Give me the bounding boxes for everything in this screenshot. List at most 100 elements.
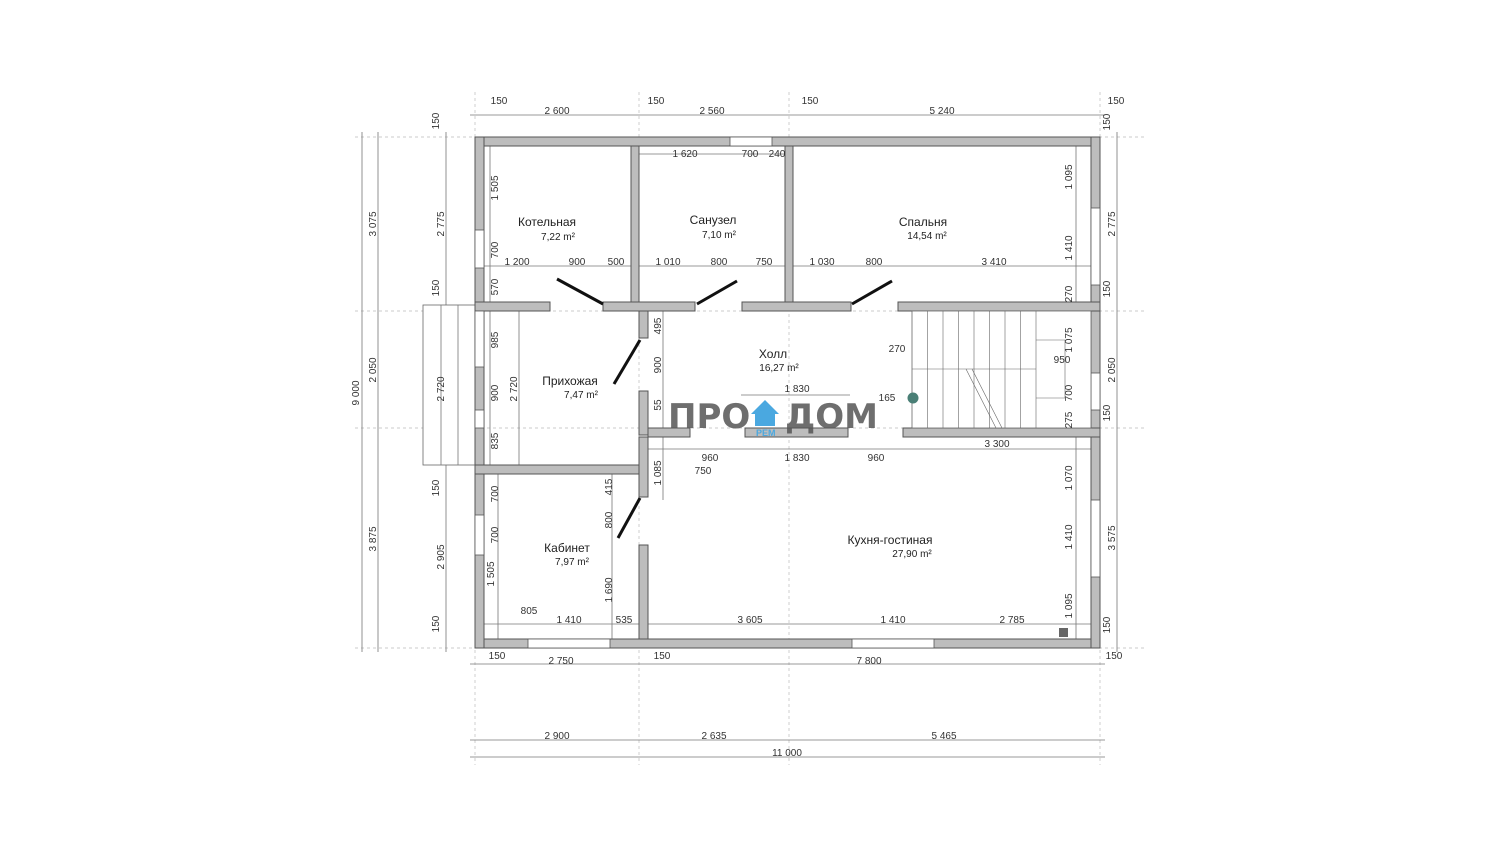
dimension-label: 495 <box>653 317 664 334</box>
dimension-label: 150 <box>431 615 442 632</box>
entrance-door <box>474 310 485 368</box>
dimension-label: 2 635 <box>701 731 726 742</box>
dimension-label: 2 900 <box>544 731 569 742</box>
dimension-label: 3 300 <box>984 439 1009 450</box>
dimension-label: 150 <box>1102 113 1113 130</box>
dimension-label: 960 <box>702 453 719 464</box>
room-area: 7,22 m² <box>541 232 576 243</box>
dimension-label: 3 075 <box>368 211 379 236</box>
dimension-label: 270 <box>889 344 906 355</box>
window <box>1090 499 1101 578</box>
dimension-label: 985 <box>490 331 501 348</box>
dimension-label: 1 830 <box>784 384 809 395</box>
room-name: Холл <box>759 347 787 361</box>
dimension-label: 1 505 <box>486 561 497 586</box>
dimension-label: 1 070 <box>1064 465 1075 490</box>
dimension-label: 3 575 <box>1107 525 1118 550</box>
dimension-label: 11 000 <box>772 748 802 759</box>
dimension-label: 1 410 <box>1064 524 1075 549</box>
dimension-label: 150 <box>1108 96 1125 107</box>
dimension-label: 1 095 <box>1064 164 1075 189</box>
porch <box>422 304 476 466</box>
dimension-label: 415 <box>604 478 615 495</box>
dimension-label: 805 <box>521 606 538 617</box>
logo-watermark: ПРО РЕМ ДОМ <box>668 397 878 438</box>
dimension-label: 835 <box>490 432 501 449</box>
dimension-label: 960 <box>868 453 885 464</box>
dimension-label: 2 720 <box>509 376 520 401</box>
dimension-label: 5 240 <box>929 106 954 117</box>
dimension-label: 800 <box>866 257 883 268</box>
room-name: Прихожая <box>542 374 598 388</box>
window <box>474 514 485 556</box>
dimension-label: 150 <box>431 112 442 129</box>
room-name: Спальня <box>899 215 947 229</box>
dimension-label: 5 465 <box>931 731 956 742</box>
dimension-label: 1 505 <box>490 175 501 200</box>
dimension-label: 150 <box>654 651 671 662</box>
dimension-label: 1 830 <box>784 453 809 464</box>
dimension-label: 750 <box>756 257 773 268</box>
dimension-label: 2 600 <box>544 106 569 117</box>
dimension-label: 275 <box>1064 411 1075 428</box>
dimension-label: 500 <box>608 257 625 268</box>
dimension-label: 3 410 <box>981 257 1006 268</box>
dimension-label: 3 875 <box>368 526 379 551</box>
dimension-label: 2 050 <box>1107 357 1118 382</box>
dimension-label: 2 720 <box>436 376 447 401</box>
window <box>1090 372 1101 411</box>
dimension-label: 240 <box>769 149 786 160</box>
dimension-label: 150 <box>489 651 506 662</box>
dimension-label: 2 050 <box>368 357 379 382</box>
room-labels: Котельная 7,22 m² Санузел 7,10 m² Спальн… <box>518 213 947 568</box>
dimension-label: 150 <box>802 96 819 107</box>
room-name: Санузел <box>690 213 737 227</box>
dimension-label: 2 905 <box>436 544 447 569</box>
window <box>729 136 773 147</box>
room-area: 16,27 m² <box>759 363 799 374</box>
dimension-label: 2 560 <box>699 106 724 117</box>
logo-text-left: ПРО <box>668 397 750 437</box>
dimension-label: 1 010 <box>655 257 680 268</box>
dimension-label: 750 <box>695 466 712 477</box>
house-icon <box>751 400 779 426</box>
dimension-label: 2 750 <box>548 656 573 667</box>
logo-text-right: ДОМ <box>785 397 878 437</box>
window <box>527 638 611 649</box>
dimension-label: 150 <box>1102 616 1113 633</box>
dimension-label: 2 785 <box>999 615 1024 626</box>
dimension-label: 1 690 <box>604 577 615 602</box>
ventilation-icon <box>1059 628 1068 637</box>
dimension-label: 900 <box>569 257 586 268</box>
dimension-label: 7 800 <box>856 656 881 667</box>
dimension-label: 1 030 <box>809 257 834 268</box>
dimension-label: 570 <box>490 278 501 295</box>
room-area: 14,54 m² <box>907 231 947 242</box>
dimension-lines <box>361 114 1118 758</box>
logo-subtext: РЕМ <box>756 428 776 438</box>
dimension-label: 700 <box>490 241 501 258</box>
dimension-label: 700 <box>1064 384 1075 401</box>
dimension-label: 1 410 <box>1064 235 1075 260</box>
dimension-label: 800 <box>711 257 728 268</box>
windows <box>474 136 1101 649</box>
dimension-label: 2 775 <box>436 211 447 236</box>
room-name: Кабинет <box>544 541 590 555</box>
dimension-label: 150 <box>1106 651 1123 662</box>
doors <box>556 277 893 539</box>
window <box>851 638 935 649</box>
dimension-label: 150 <box>648 96 665 107</box>
dimension-label: 700 <box>490 526 501 543</box>
dimension-label: 1 410 <box>880 615 905 626</box>
room-name: Котельная <box>518 215 576 229</box>
dimension-label: 700 <box>742 149 759 160</box>
column-icon <box>907 392 919 404</box>
dimension-label: 150 <box>1102 280 1113 297</box>
dimension-label: 1 095 <box>1064 593 1075 618</box>
dimension-label: 800 <box>604 511 615 528</box>
dimension-label: 900 <box>490 384 501 401</box>
window <box>474 229 485 269</box>
dimension-label: 1 410 <box>556 615 581 626</box>
